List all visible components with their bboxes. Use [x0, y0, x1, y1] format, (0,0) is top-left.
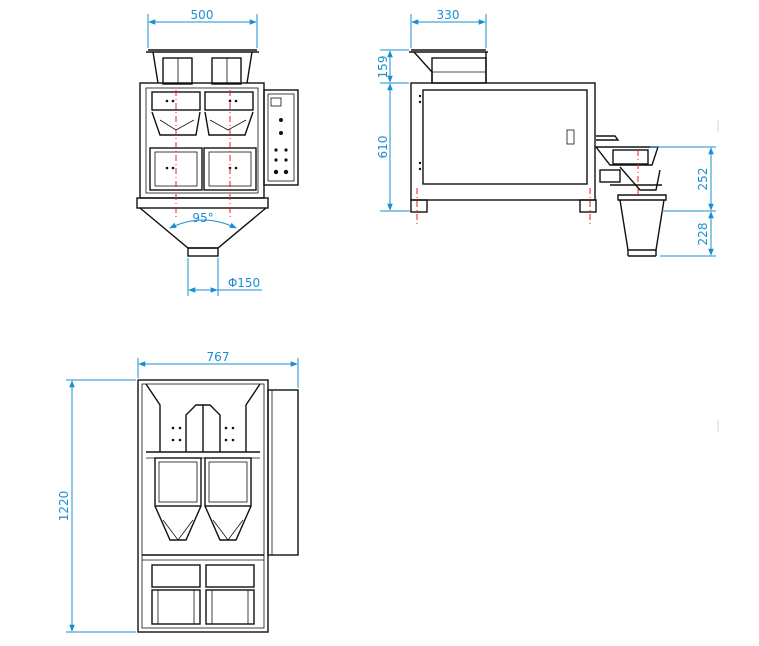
- top-width-label: 767: [207, 350, 230, 364]
- side-width-label: 330: [437, 8, 460, 22]
- side-hopper-height-label: 159: [376, 56, 390, 79]
- side-outlet-height-label: 252: [696, 168, 710, 191]
- side-view: [380, 14, 716, 257]
- side-body-height-label: 610: [376, 136, 390, 159]
- side-bottom-height-label: 228: [696, 223, 710, 246]
- front-angle-label: 95°: [192, 211, 213, 225]
- top-view: [66, 358, 299, 633]
- top-length-label: 1220: [57, 491, 71, 522]
- front-view: [136, 14, 299, 296]
- front-outlet-label: Φ150: [228, 276, 260, 290]
- front-width-label: 500: [191, 8, 214, 22]
